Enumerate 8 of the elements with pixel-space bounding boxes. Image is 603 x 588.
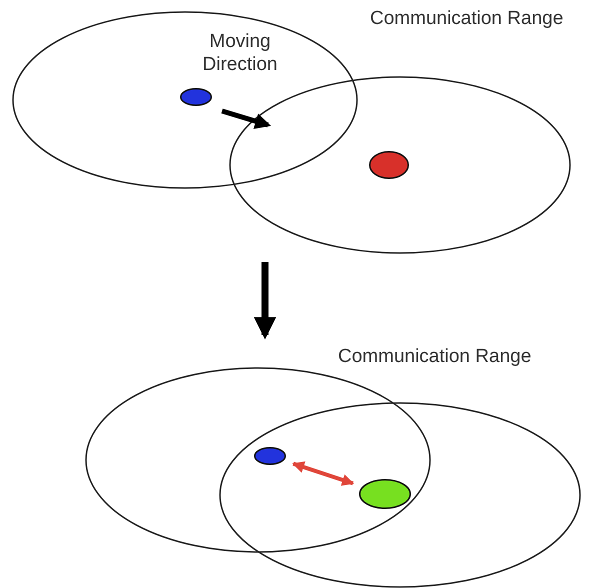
text-label: Communication Range — [338, 345, 532, 368]
double-arrow — [292, 461, 354, 486]
node-dot — [369, 151, 409, 179]
text-label: Moving Direction — [202, 30, 278, 76]
node-dot — [254, 447, 286, 465]
node-dot — [180, 88, 212, 106]
node-dot — [359, 479, 411, 509]
text-label: Communication Range — [370, 7, 564, 30]
